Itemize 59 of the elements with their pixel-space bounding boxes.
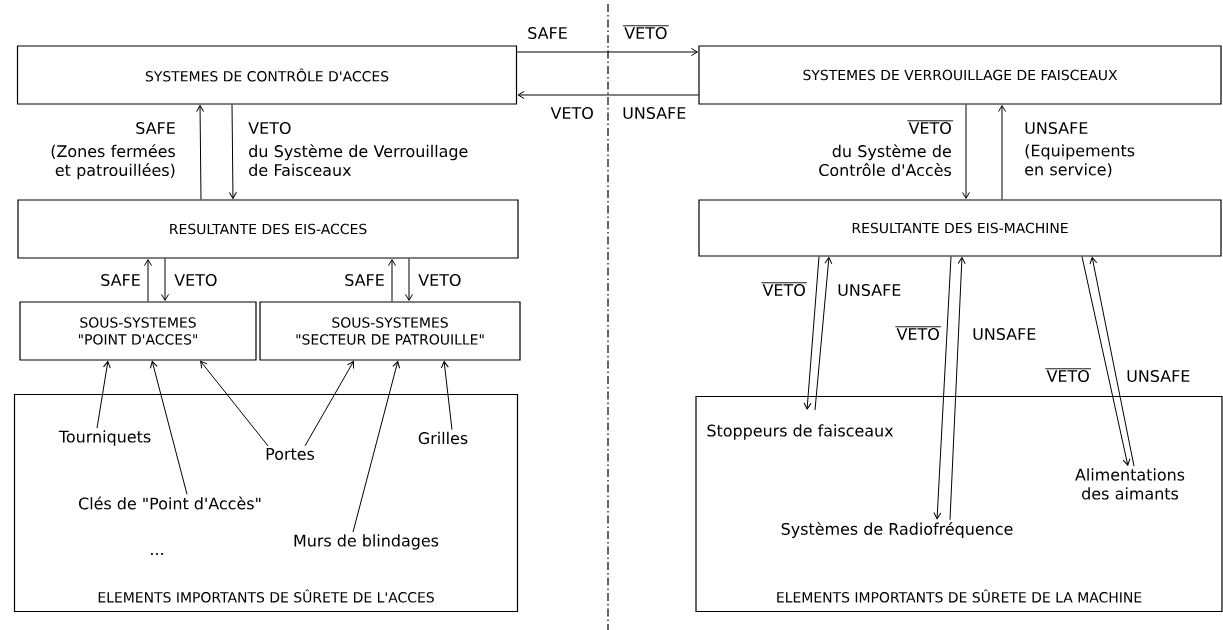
system-box: SYSTEMES DE VERROUILLAGE DE FAISCEAUX <box>698 45 1222 105</box>
edge-label: SAFE <box>98 271 143 288</box>
edge-label: UNSAFE <box>1124 367 1193 384</box>
result-box: RESULTANTE DES EIS-ACCES <box>17 199 519 259</box>
arrow <box>1089 257 1135 467</box>
signal-note: du Système de Verrouillage de Faisceaux <box>249 144 468 177</box>
arrow <box>149 361 188 495</box>
edge-label: SAFE <box>525 24 570 41</box>
component-label: Murs de blindages <box>294 534 439 550</box>
edge-label: VETO <box>894 325 942 342</box>
arrow <box>516 48 698 56</box>
arrow <box>200 360 269 447</box>
arrow <box>1081 256 1131 466</box>
arrow <box>814 257 833 411</box>
arrow <box>161 258 169 301</box>
arrow <box>352 361 401 533</box>
component-label: Stoppeurs de faisceaux <box>707 424 894 440</box>
arrow <box>949 257 966 521</box>
component-label: Clés de "Point d'Accès" <box>79 496 261 510</box>
edge-label: VETO <box>246 119 294 137</box>
arrow <box>228 104 237 199</box>
component-label: Grilles <box>418 431 468 445</box>
edge-label: UNSAFE <box>970 325 1039 342</box>
arrow <box>517 91 699 99</box>
component-label: Portes <box>266 448 315 460</box>
signal-note: du Système de Contrôle d'Accès <box>819 144 952 177</box>
signal-note: (Equipements en service) <box>1025 144 1135 178</box>
edge-label: VETO <box>760 281 808 298</box>
edge-label: UNSAFE <box>1022 119 1091 137</box>
edge-label: SAFE <box>342 271 387 288</box>
signal-label: VETO <box>622 25 670 39</box>
arrow <box>405 258 413 301</box>
subsystem-box: SOUS-SYSTEMES "SECTEUR DE PATROUILLE" <box>259 301 521 361</box>
edge-label: VETO <box>1044 367 1092 384</box>
edge-label: VETO <box>906 119 954 137</box>
subsystem-box: SOUS-SYSTEMES "POINT D'ACCES" <box>19 301 257 361</box>
ellipsis-text: ... <box>151 553 163 555</box>
edge-label: UNSAFE <box>620 104 689 122</box>
component-label: Systèmes de Radiofréquence <box>781 521 1013 538</box>
edge-label: SAFE <box>133 119 178 137</box>
arrow <box>998 105 1006 200</box>
arrow <box>196 105 205 200</box>
edge-label: UNSAFE <box>835 281 904 298</box>
arrow <box>144 259 152 302</box>
signal-note: (Zones fermées et patrouillées) <box>51 144 175 180</box>
component-label: Alimentations des aimants <box>1075 468 1185 500</box>
edge-label: VETO <box>172 271 220 288</box>
system-box: SYSTEMES DE CONTRÔLE D'ACCES <box>16 45 518 105</box>
arrow <box>803 256 820 410</box>
component-label: Tourniquets <box>58 430 151 446</box>
arrow <box>440 361 453 431</box>
arrow <box>304 360 355 447</box>
signal-label: VETO <box>550 106 593 119</box>
arrow <box>933 256 952 520</box>
result-box: RESULTANTE DES EIS-MACHINE <box>698 199 1222 257</box>
arrow <box>388 259 396 302</box>
arrow <box>96 361 111 429</box>
edge-label: VETO <box>416 271 464 288</box>
arrow <box>962 104 970 199</box>
